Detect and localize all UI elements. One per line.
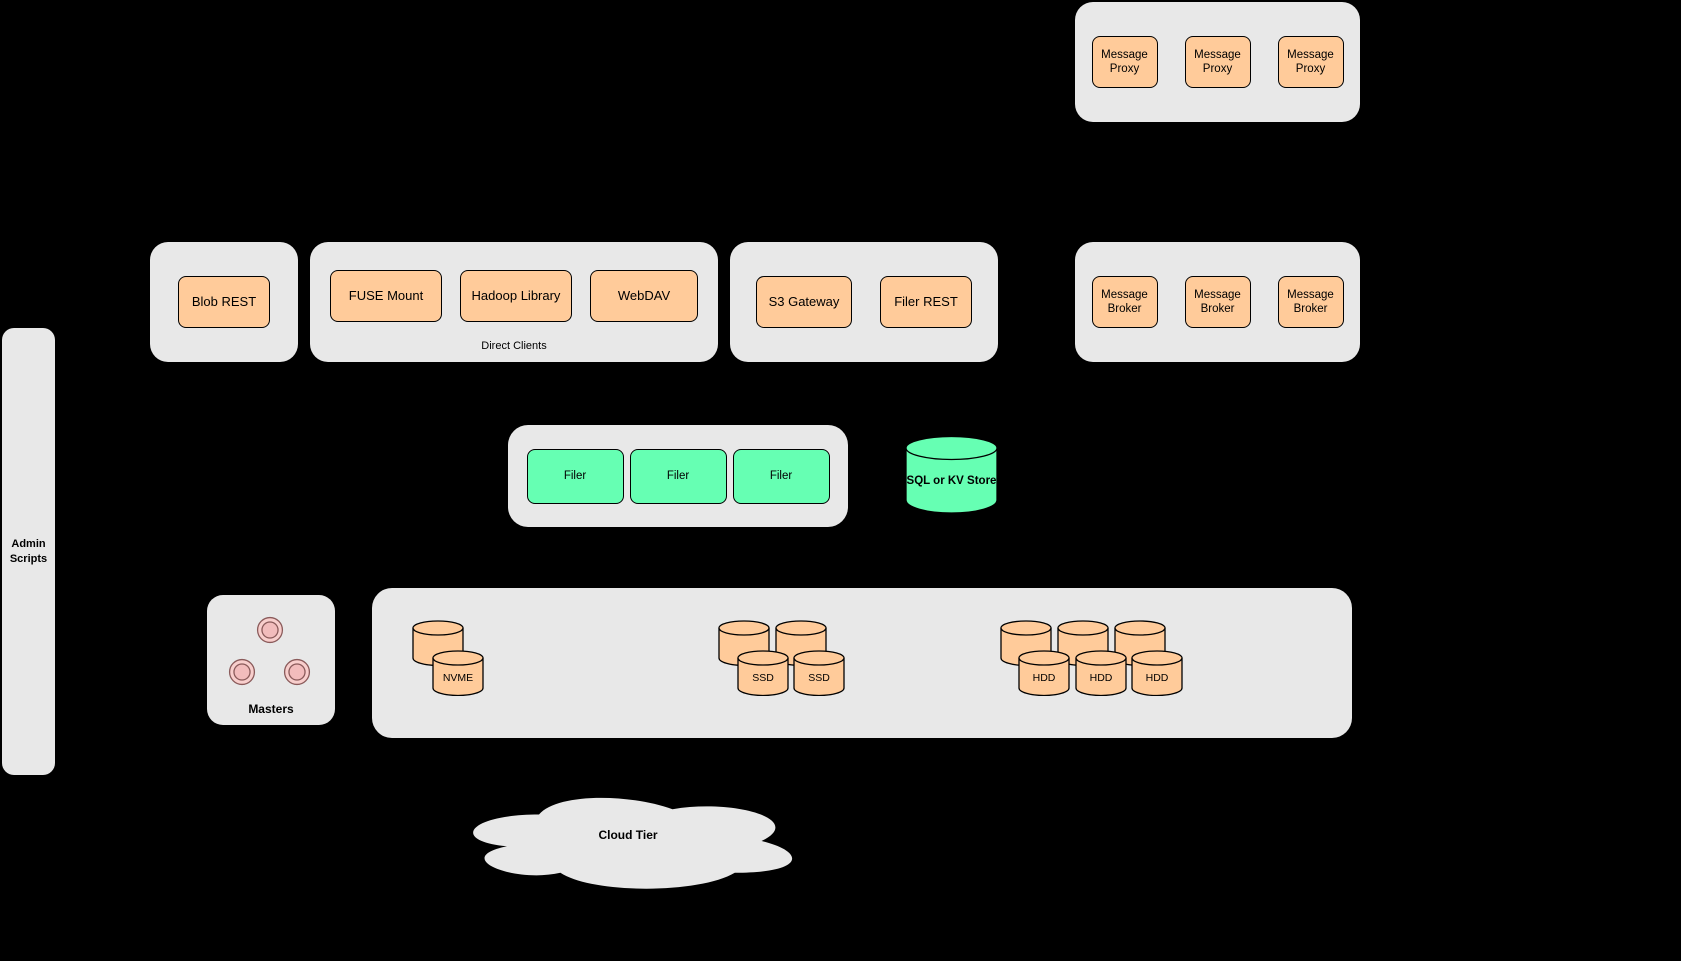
master-node-icon — [283, 658, 311, 686]
message-broker-node: Message Broker — [1184, 276, 1251, 328]
blob-rest-group: Blob REST — [150, 242, 298, 362]
hdd-disk-cylinder: HDD — [1131, 650, 1183, 696]
hadoop-library-node: Hadoop Library — [460, 270, 572, 322]
cloud-shape-icon — [473, 797, 793, 889]
hdd-label: HDD — [1145, 671, 1169, 684]
webdav-node: WebDAV — [590, 270, 698, 322]
filer-node: Filer — [629, 448, 727, 504]
hdd-disk-cylinder: HDD — [1018, 650, 1070, 696]
hdd-disk-cylinder: HDD — [1075, 650, 1127, 696]
ssd-disk-cylinder: SSD — [793, 650, 845, 696]
gateway-group: S3 Gateway Filer REST — [730, 242, 998, 362]
masters-group: Masters — [207, 595, 335, 725]
sql-kv-store-label: SQL or KV Store — [906, 474, 997, 487]
admin-scripts-label: Admin Scripts — [9, 537, 48, 565]
master-node-icon — [256, 616, 284, 644]
message-proxy-node: Message Proxy — [1184, 36, 1251, 88]
admin-scripts-panel: Admin Scripts — [2, 328, 55, 775]
filer-node: Filer — [732, 448, 830, 504]
direct-clients-group: FUSE Mount Hadoop Library WebDAV Direct … — [310, 242, 718, 362]
masters-label: Masters — [248, 702, 294, 716]
master-node-icon — [228, 658, 256, 686]
cloud-tier-label: Cloud Tier — [598, 828, 658, 842]
cloud-tier: Cloud Tier — [450, 788, 806, 894]
message-broker-group: Message Broker Message Broker Message Br… — [1075, 242, 1360, 362]
message-broker-node: Message Broker — [1091, 276, 1158, 328]
ssd-disk-cylinder: SSD — [737, 650, 789, 696]
nvme-label: NVME — [442, 671, 474, 684]
filer-rest-node: Filer REST — [880, 276, 972, 328]
message-broker-node: Message Broker — [1277, 276, 1344, 328]
direct-clients-caption: Direct Clients — [481, 340, 547, 352]
blob-rest-node: Blob REST — [178, 276, 270, 328]
fuse-mount-node: FUSE Mount — [330, 270, 442, 322]
hdd-label: HDD — [1089, 671, 1113, 684]
hdd-label: HDD — [1032, 671, 1056, 684]
volume-servers-group: NVME SSD SSD HDD — [372, 588, 1352, 738]
message-proxy-node: Message Proxy — [1277, 36, 1344, 88]
database-cylinder-icon — [905, 435, 998, 514]
s3-gateway-node: S3 Gateway — [756, 276, 852, 328]
nvme-disk-cylinder: NVME — [432, 650, 484, 696]
message-proxy-node: Message Proxy — [1091, 36, 1158, 88]
sql-kv-store-cylinder: SQL or KV Store — [905, 435, 998, 515]
filer-group: Filer Filer Filer — [508, 425, 848, 527]
filer-node: Filer — [526, 448, 624, 504]
message-proxy-group: Message Proxy Message Proxy Message Prox… — [1075, 2, 1360, 122]
ssd-label: SSD — [752, 671, 774, 684]
ssd-label: SSD — [808, 671, 830, 684]
